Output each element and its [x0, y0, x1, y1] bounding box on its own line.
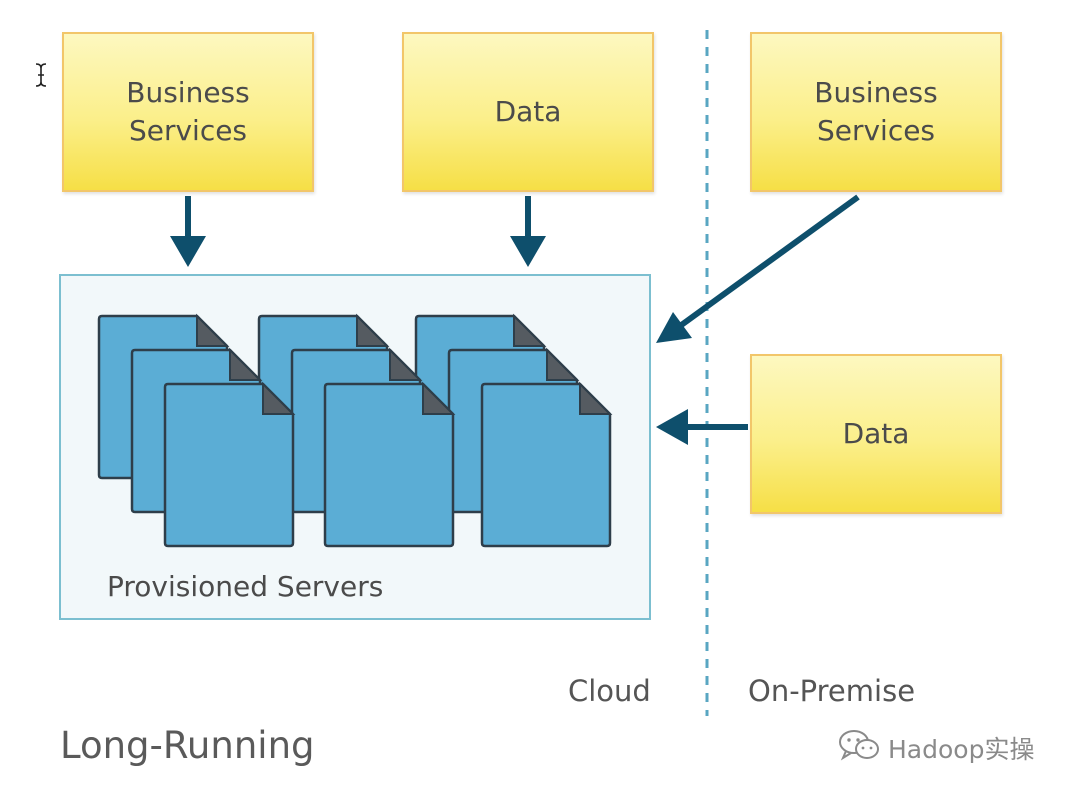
server-icon [163, 381, 296, 548]
wechat-icon [838, 728, 882, 768]
cloud-zone-label: Cloud [568, 674, 651, 708]
provisioned-servers-panel: Provisioned Servers [59, 274, 651, 620]
arrow-onprem-data-to-servers [656, 409, 748, 445]
onprem-zone-label: On-Premise [748, 674, 916, 708]
watermark: Hadoop实操 [838, 728, 1034, 768]
server-icon [480, 381, 613, 548]
text-cursor-icon [34, 62, 48, 92]
provisioned-servers-label: Provisioned Servers [107, 570, 384, 603]
watermark-text: Hadoop实操 [888, 735, 1035, 764]
arrow-business-services-to-servers [170, 196, 206, 267]
cloud-business-services-box: Business Services [62, 32, 314, 192]
cloud-data-box: Data [402, 32, 654, 192]
diagram-title: Long-Running [60, 724, 315, 767]
onprem-data-box: Data [750, 354, 1002, 514]
onprem-business-services-box: Business Services [750, 32, 1002, 192]
server-stack-group [97, 313, 613, 548]
arrow-data-to-servers [510, 196, 546, 267]
server-icon [323, 381, 456, 548]
arrow-onprem-business-services-to-servers [656, 194, 860, 343]
